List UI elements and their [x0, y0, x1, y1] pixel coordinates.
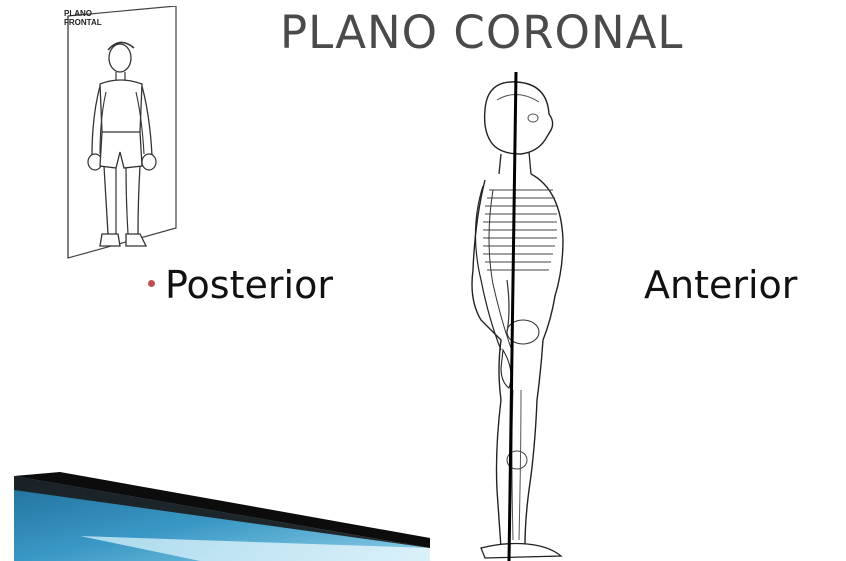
bullet-icon — [148, 280, 155, 287]
inset-label-line1: PLANO — [64, 9, 102, 18]
inset-label-line2: FRONTAL — [64, 18, 102, 27]
anterior-label: Anterior — [644, 263, 797, 307]
posterior-label-container: Posterior — [148, 263, 333, 307]
lateral-body-illustration — [445, 70, 585, 561]
frontal-plane-illustration — [48, 6, 198, 264]
slide-title: PLANO CORONAL — [280, 6, 683, 59]
posterior-label: Posterior — [165, 263, 333, 307]
inset-label: PLANO FRONTAL — [64, 9, 102, 27]
